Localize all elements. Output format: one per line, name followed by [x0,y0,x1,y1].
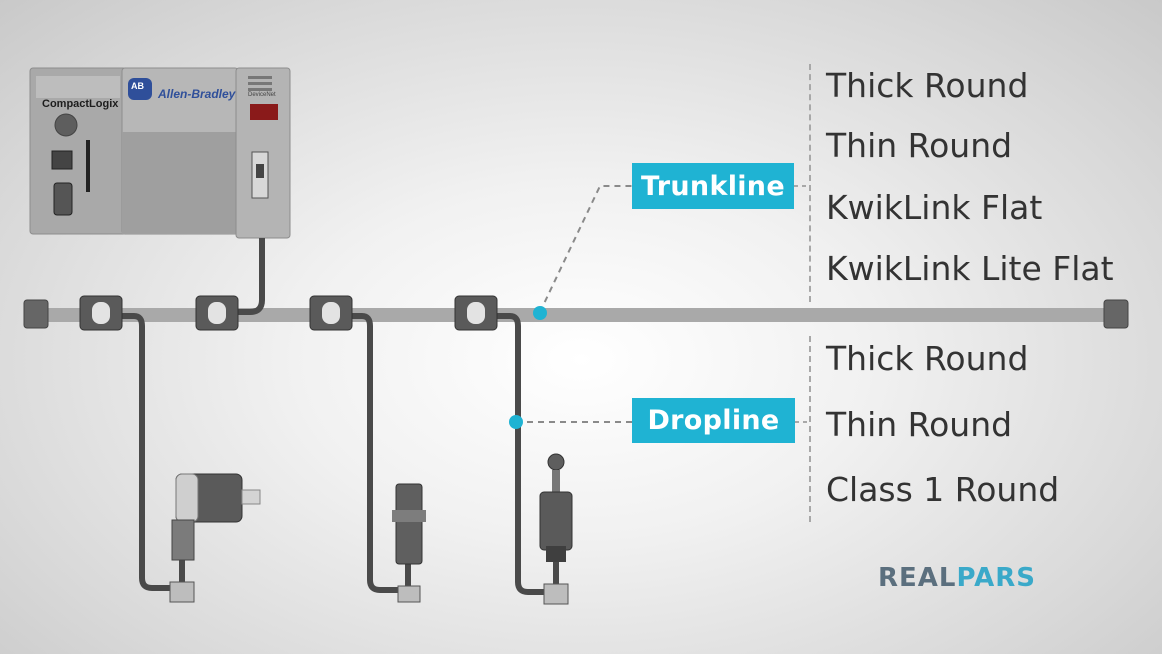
trunkline-type-thin-round: Thin Round [826,126,1013,165]
trunk-taps [79,295,498,331]
serial-port [53,182,73,216]
dropline-list-divider [809,336,811,522]
dropline-type-thick-round: Thick Round [826,339,1029,378]
trunkline-type-thick-round: Thick Round [826,66,1029,105]
dropline-label: Dropline [632,398,795,443]
trunkline-type-kwiklink-lite-flat: KwikLink Lite Flat [826,249,1114,288]
ethernet-port [51,150,73,170]
dropline-type-thin-round: Thin Round [826,405,1013,444]
terminator-left [23,299,49,329]
status-led [54,113,78,137]
proximity-sensor [392,483,426,603]
brand-badge-text: AB [131,81,144,91]
dropline-type-class-1-round: Class 1 Round [826,470,1060,509]
drop-cables [108,238,559,600]
plc-model-label: CompactLogix [42,98,119,110]
trunkline-label: Trunkline [632,163,794,209]
module-label: DeviceNet [248,92,276,98]
trunkline-type-kwiklink-flat: KwikLink Flat [826,188,1043,227]
terminator-right [1103,299,1129,329]
logo-part-pars: PARS [956,563,1037,593]
dropline-marker [509,415,523,429]
encoder-device [169,473,261,603]
trunkline-list-divider [809,64,811,302]
logo-part-real: REAL [878,563,957,593]
brand-badge [128,78,152,100]
limit-switch [539,453,573,605]
brand-name: Allen-Bradley [158,87,236,101]
trunkline-marker [533,306,547,320]
trunkline-cable [40,308,1112,322]
plc-controller [29,67,291,239]
callout-leaders [516,185,632,423]
realpars-logo: REALPARS [878,563,1036,593]
